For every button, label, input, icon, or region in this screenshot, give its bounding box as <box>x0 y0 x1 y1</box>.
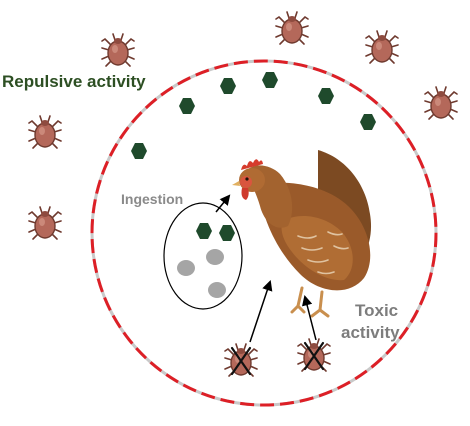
hexagon-icon <box>318 88 334 104</box>
mite-icon <box>28 206 62 240</box>
repulsive-activity-label: Repulsive activity <box>2 72 146 91</box>
ingestion-arrow <box>215 194 231 213</box>
toxic-label-line-2: activity <box>341 323 400 342</box>
pellet <box>177 260 195 276</box>
crossed-mite-icon <box>224 343 258 377</box>
toxic-activity-label: Toxic activity <box>341 300 400 344</box>
pellet <box>208 282 226 298</box>
toxic-arrow <box>301 294 317 341</box>
crossed-mite-icon <box>297 338 331 372</box>
mite-icon <box>365 30 399 64</box>
mite-icon <box>28 115 62 149</box>
boundary-circle <box>90 59 438 407</box>
hen-illustration <box>232 150 372 318</box>
hexagon-icon <box>262 72 278 88</box>
mite-icon <box>424 86 458 120</box>
pellet <box>206 249 224 265</box>
hexagon-icon <box>360 114 376 130</box>
mite-icon <box>275 11 309 45</box>
hexagon-icon <box>220 78 236 94</box>
mite-icon <box>101 33 135 67</box>
hexagon-icon <box>179 98 195 114</box>
ingestion-label: Ingestion <box>121 191 184 207</box>
toxic-arrow <box>249 280 273 343</box>
hexagon-icon <box>131 143 147 159</box>
toxic-label-line-1: Toxic <box>355 301 399 320</box>
ingestion-oval <box>163 202 243 310</box>
repellent-hexagons <box>131 72 376 159</box>
